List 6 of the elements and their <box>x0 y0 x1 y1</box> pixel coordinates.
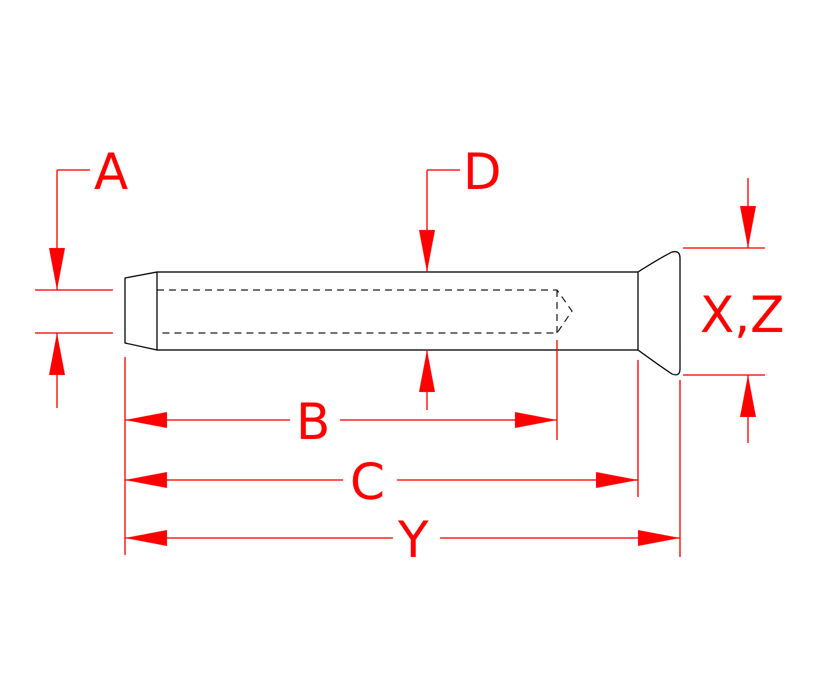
dimension-label: X,Z <box>700 290 784 340</box>
dimension-label: C <box>350 457 385 507</box>
dimension-label: A <box>94 147 128 197</box>
dimension-label: D <box>463 147 502 197</box>
dimension-label: B <box>296 397 330 447</box>
dimension-label: Y <box>398 515 429 565</box>
